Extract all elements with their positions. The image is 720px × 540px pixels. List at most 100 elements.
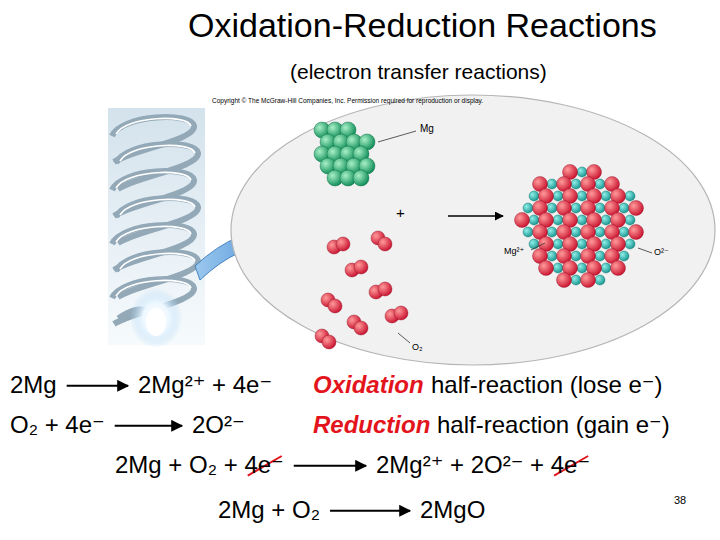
- atom-label: Mg²⁺: [504, 246, 524, 256]
- magnesium-ion: [577, 263, 587, 273]
- photo-ground: [108, 108, 205, 345]
- magnesium-ion: [595, 203, 605, 213]
- equation-term: 2Mg²⁺ + 4e⁻: [138, 371, 272, 399]
- page-number: 38: [674, 494, 686, 507]
- ribbon-loop: [116, 144, 198, 189]
- magnesium-ion: [577, 191, 587, 201]
- ribbon-highlight: [116, 226, 191, 242]
- magnesium-ion: [571, 275, 581, 285]
- equation-term: 2Mg + O₂: [218, 496, 320, 524]
- ribbon-highlight: [120, 145, 195, 161]
- ribbon-loop: [112, 171, 194, 216]
- magnesium-ion: [529, 215, 539, 225]
- oxygen-atom: [394, 306, 408, 320]
- oxygen-atom: [378, 237, 392, 251]
- ribbon-highlight: [116, 118, 191, 134]
- reaction-oval: [231, 95, 715, 365]
- magnesium-ion: [577, 239, 587, 249]
- reaction-arrow: [330, 510, 410, 512]
- magnesium-ion: [625, 239, 635, 249]
- half-reaction-type: Oxidation: [313, 371, 424, 399]
- leader-line: [638, 248, 652, 253]
- copyright-note: Copyright © The McGraw-Hill Companies, I…: [212, 97, 483, 104]
- oxygen-atom: [322, 335, 336, 349]
- photo: [108, 108, 205, 348]
- oxygen-atom: [354, 321, 368, 335]
- magnesium-ion: [595, 251, 605, 261]
- magnesium-ion: [619, 251, 629, 261]
- reaction-arrow: [448, 215, 503, 217]
- leader-line: [531, 243, 545, 250]
- reaction-arrow: [294, 465, 366, 467]
- magnesium-ion: [619, 203, 629, 213]
- half-reaction-label: half-reaction (lose e⁻): [431, 371, 662, 399]
- flame-glow: [130, 288, 182, 348]
- ribbon-loop: [116, 198, 198, 243]
- magnesium-ion: [601, 191, 611, 201]
- magnesium-ion: [595, 275, 605, 285]
- magnesium-ion: [601, 239, 611, 249]
- magnesium-ion: [553, 263, 563, 273]
- magnesium-ion: [571, 227, 581, 237]
- equation-term: 2Mg²⁺ + 2O²⁻ + 4e⁻: [376, 451, 590, 479]
- half-reaction-label: half-reaction (gain e⁻): [437, 411, 670, 439]
- magnesium-ion: [529, 191, 539, 201]
- ribbon-loop: [112, 225, 194, 270]
- oxygen-atom: [354, 260, 368, 274]
- magnesium-ion: [547, 203, 557, 213]
- equation-term: 2Mg + O₂ + 4e⁻: [115, 451, 284, 479]
- magnesium-ion: [571, 203, 581, 213]
- oxide-ion: [611, 261, 626, 276]
- equation-term: 2Mg: [10, 371, 57, 399]
- magnesium-ion: [577, 215, 587, 225]
- leader-line: [398, 333, 410, 343]
- ribbon-highlight: [116, 172, 191, 188]
- oxide-ion: [539, 261, 554, 276]
- flame-core: [146, 308, 166, 336]
- magnesium-ion: [595, 227, 605, 237]
- oxygen-atom: [328, 299, 342, 313]
- magnesium-ion: [547, 227, 557, 237]
- oxide-ion: [629, 225, 644, 240]
- reaction-arrow: [115, 425, 182, 427]
- magnesium-ion: [547, 251, 557, 261]
- atom-label: Mg: [420, 123, 434, 135]
- equation-term: 2O²⁻: [192, 411, 245, 439]
- magnesium-ion: [547, 179, 557, 189]
- slide-subtitle: (electron transfer reactions): [290, 60, 547, 84]
- magnesium-ion: [595, 179, 605, 189]
- atom-label: O²⁻: [654, 247, 669, 257]
- oxide-ion: [515, 213, 530, 228]
- reaction-arrow: [67, 385, 128, 387]
- atom-label: O₂: [412, 342, 423, 352]
- oxide-ion: [581, 273, 596, 288]
- ribbon-loop: [112, 117, 194, 162]
- equation-term: O₂ + 4e⁻: [10, 411, 105, 439]
- half-reaction-type: Reduction: [313, 411, 430, 439]
- magnesium-ion: [601, 215, 611, 225]
- magnesium-ion: [553, 215, 563, 225]
- magnesium-ion: [601, 263, 611, 273]
- ribbon-highlight: [120, 253, 195, 269]
- magnesium-ion: [619, 227, 629, 237]
- magnesium-ion: [625, 191, 635, 201]
- magnesium-ion: [553, 239, 563, 249]
- magnesium-ion: [523, 203, 533, 213]
- magnesium-ion: [553, 191, 563, 201]
- magnesium-ion: [571, 251, 581, 261]
- magnesium-ion: [523, 227, 533, 237]
- oxygen-atom: [378, 282, 392, 296]
- magnesium-ion: [625, 215, 635, 225]
- oxide-ion: [629, 201, 644, 216]
- leader-lines: [378, 131, 652, 343]
- slide-title: Oxidation-Reduction Reactions: [188, 6, 657, 45]
- atom-models: [314, 122, 644, 349]
- oxygen-atom: [336, 237, 350, 251]
- plus-sign: +: [396, 204, 405, 221]
- oxide-ion: [557, 273, 572, 288]
- magnesium-ion: [529, 239, 539, 249]
- ribbon-highlight: [120, 199, 195, 215]
- magnesium-atom: [353, 170, 369, 186]
